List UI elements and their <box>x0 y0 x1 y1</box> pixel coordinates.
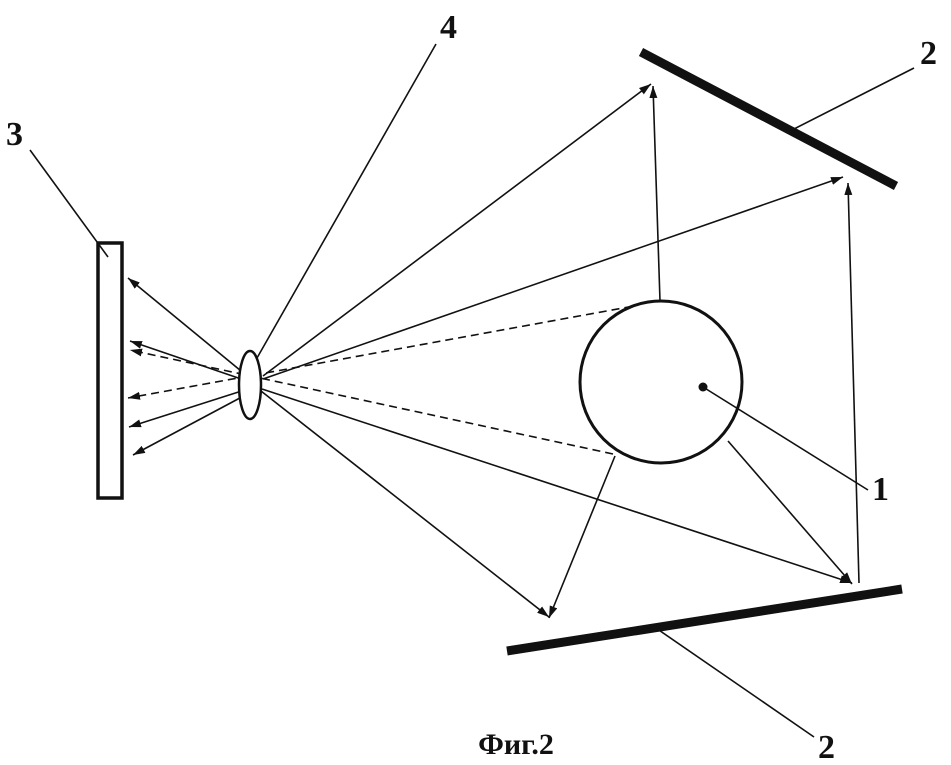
component-group <box>96 48 903 656</box>
label-4: 4 <box>440 9 457 46</box>
ray-line <box>261 388 853 584</box>
ray-line <box>548 455 616 619</box>
mirror-bottom <box>506 584 903 656</box>
lens <box>237 349 263 421</box>
sphere <box>578 299 744 465</box>
leader-1 <box>702 386 869 491</box>
ray-line <box>128 387 252 428</box>
screen-plate <box>96 241 124 500</box>
leader-2-top <box>791 67 915 131</box>
leader-4 <box>256 43 437 359</box>
dashed-ray-line <box>127 303 646 400</box>
label-2-bottom: 2 <box>818 729 835 765</box>
ray-line <box>262 176 844 380</box>
ray-line <box>132 390 254 456</box>
mirror-top <box>638 48 899 190</box>
ray-line <box>262 83 652 377</box>
ray-line <box>727 440 853 585</box>
leader-3 <box>29 149 109 258</box>
leader-2-bottom <box>652 625 815 738</box>
figure-caption: Фиг.2 <box>478 728 554 761</box>
dashed-ray-line <box>129 348 614 455</box>
label-2-top: 2 <box>920 35 937 72</box>
ray-line <box>844 182 860 584</box>
ray-group <box>127 83 860 619</box>
ray-line <box>129 340 251 383</box>
ray-line <box>260 390 550 618</box>
label-3: 3 <box>6 116 23 153</box>
ray-line <box>649 85 661 302</box>
label-1: 1 <box>872 471 889 508</box>
ray-line <box>127 277 253 381</box>
